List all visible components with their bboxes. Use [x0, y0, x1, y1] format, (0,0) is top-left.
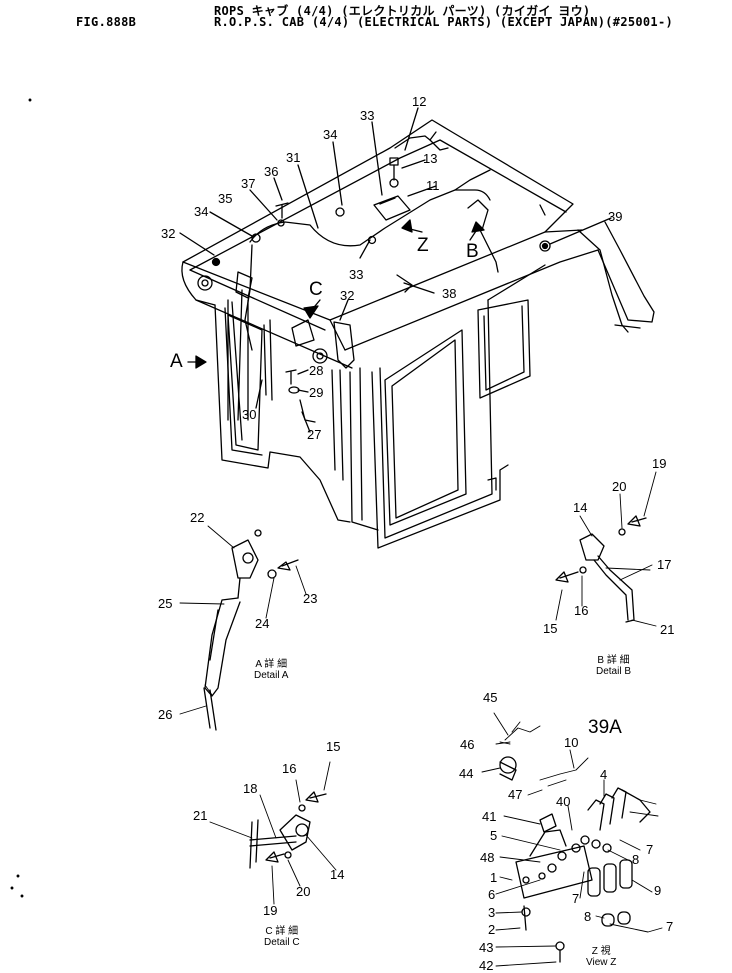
- callout-39: 39: [608, 209, 623, 224]
- callout-34: 34: [323, 127, 338, 142]
- callout-22: 22: [190, 510, 205, 525]
- callout-2: 2: [488, 922, 496, 937]
- callout-43: 43: [479, 940, 494, 955]
- callout-42: 42: [479, 958, 494, 973]
- callout-26: 26: [158, 707, 173, 722]
- view-letter-z: Z: [417, 235, 429, 256]
- detail-c-caption-jp: C 詳 細: [265, 926, 299, 937]
- callout-c-21: 21: [193, 808, 208, 823]
- callout-45: 45: [483, 690, 498, 705]
- callout-12: 12: [412, 94, 427, 109]
- callout-7c: 7: [666, 919, 674, 934]
- callout-10: 10: [564, 735, 579, 750]
- detail-b-caption-jp: B 詳 細: [597, 655, 630, 666]
- detail-a-drawing: [179, 525, 307, 731]
- detail-b-caption-en: Detail B: [596, 666, 632, 677]
- callout-33b: 33: [349, 267, 364, 282]
- detail-a-caption-en: Detail A: [254, 670, 289, 681]
- callout-11: 11: [426, 178, 440, 193]
- callout-4: 4: [600, 767, 608, 782]
- detail-a-caption-jp: A 詳 細: [255, 659, 288, 670]
- callout-17: 17: [657, 557, 672, 572]
- cab-frame: [181, 119, 655, 549]
- view-z-caption-jp: Z 視: [591, 946, 611, 957]
- callout-28: 28: [309, 363, 324, 378]
- callout-33: 33: [360, 108, 375, 123]
- callout-47: 47: [508, 787, 523, 802]
- title-japanese: ROPS キャブ (4/4) (エレクトリカル パーツ) (カイガイ ヨウ): [214, 4, 591, 18]
- leader-lines-main: [179, 107, 612, 433]
- title-english: R.O.P.S. CAB (4/4) (ELECTRICAL PARTS) (E…: [214, 15, 674, 29]
- callout-14: 14: [573, 500, 588, 515]
- detail-c-caption: C 詳 細 Detail C: [264, 926, 300, 948]
- view-z-caption-en: View Z: [586, 957, 617, 968]
- callout-c-16: 16: [282, 761, 297, 776]
- view-letter-b: B: [466, 241, 479, 262]
- callout-30: 30: [242, 407, 257, 422]
- callout-25: 25: [158, 596, 173, 611]
- callout-29: 29: [309, 385, 324, 400]
- callout-5: 5: [490, 828, 498, 843]
- callout-13: 13: [423, 151, 438, 166]
- figure-number: FIG.888B: [76, 15, 137, 29]
- callout-46: 46: [460, 737, 475, 752]
- callout-6: 6: [488, 887, 496, 902]
- view-letter-c: C: [309, 279, 323, 300]
- callout-20: 20: [612, 479, 627, 494]
- callout-32b: 32: [340, 288, 355, 303]
- callout-c-18: 18: [243, 781, 258, 796]
- detail-a-caption: A 詳 細 Detail A: [254, 659, 288, 681]
- callout-41: 41: [482, 809, 497, 824]
- callout-32: 32: [161, 226, 176, 241]
- callout-c-15: 15: [326, 739, 341, 754]
- callout-36: 36: [264, 164, 279, 179]
- view-z-caption: Z 視 View Z: [586, 946, 616, 968]
- callout-21: 21: [660, 622, 675, 637]
- callout-37: 37: [241, 176, 256, 191]
- callout-23: 23: [303, 591, 318, 606]
- callout-16: 16: [574, 603, 589, 618]
- view-z-drawing: [481, 712, 663, 967]
- wiper-assemblies-main: [227, 157, 499, 481]
- callout-38: 38: [442, 286, 457, 301]
- callout-24: 24: [255, 616, 270, 631]
- callout-27: 27: [307, 427, 322, 442]
- callout-34b: 34: [194, 204, 209, 219]
- callout-7b: 7: [572, 891, 580, 906]
- callout-7a: 7: [646, 842, 654, 857]
- callout-44: 44: [459, 766, 474, 781]
- callout-40: 40: [556, 794, 571, 809]
- callout-15: 15: [543, 621, 558, 636]
- callout-8b: 8: [584, 909, 592, 924]
- view-arrows: [187, 219, 485, 369]
- callout-35: 35: [218, 191, 233, 206]
- detail-b-caption: B 詳 細 Detail B: [596, 655, 631, 677]
- detail-b-drawing: [555, 471, 657, 627]
- callout-48: 48: [480, 850, 495, 865]
- callout-c-14: 14: [330, 867, 345, 882]
- callout-c-19: 19: [263, 903, 278, 918]
- wiring-harness: [244, 131, 546, 423]
- callout-8a: 8: [632, 852, 640, 867]
- detail-c-caption-en: Detail C: [264, 937, 300, 948]
- scan-specks: [10, 98, 32, 898]
- callout-31: 31: [286, 150, 301, 165]
- callout-1: 1: [490, 870, 498, 885]
- detail-c-drawing: [209, 761, 337, 905]
- callout-3: 3: [488, 905, 496, 920]
- view-letter-a: A: [170, 351, 183, 372]
- callout-c-20: 20: [296, 884, 311, 899]
- callout-9: 9: [654, 883, 662, 898]
- callout-19: 19: [652, 456, 667, 471]
- callout-39a: 39A: [588, 717, 622, 738]
